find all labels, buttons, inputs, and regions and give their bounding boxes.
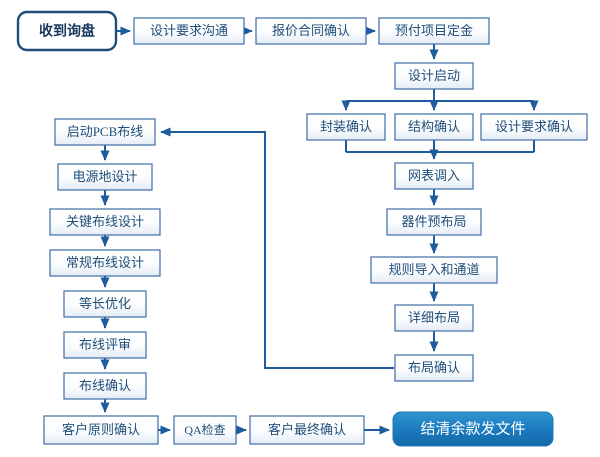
node-power-ground-design-shape[interactable] xyxy=(57,163,153,191)
node-power-ground-design-label: 电源地设计 xyxy=(72,169,137,184)
edge-n13-n14-feedback xyxy=(160,127,394,369)
node-routing-confirm-label: 布线确认 xyxy=(79,378,131,393)
node-general-routing-design[interactable]: 常规布线设计 xyxy=(49,249,161,277)
node-prepay-project-deposit[interactable]: 预付项目定金 xyxy=(378,17,490,45)
node-routing-review[interactable]: 布线评审 xyxy=(63,331,147,359)
node-design-requirement-communication-shape[interactable] xyxy=(133,17,245,45)
node-rule-import-and-channel-label: 规则导入和通道 xyxy=(388,262,479,277)
node-general-routing-design-label: 常规布线设计 xyxy=(66,255,144,270)
node-settle-balance-deliver-files-label: 结清余款发文件 xyxy=(420,419,525,437)
node-design-requirement-communication[interactable]: 设计要求沟通 xyxy=(133,17,245,45)
node-netlist-import-label: 网表调入 xyxy=(408,168,460,183)
node-design-requirement-confirm[interactable]: 设计要求确认 xyxy=(480,113,588,141)
node-routing-confirm[interactable]: 布线确认 xyxy=(63,372,147,400)
node-quotation-contract-confirm-shape[interactable] xyxy=(255,17,367,45)
node-quotation-contract-confirm-label: 报价合同确认 xyxy=(272,23,350,38)
node-design-requirement-confirm-shape[interactable] xyxy=(480,113,588,141)
node-general-routing-design-shape[interactable] xyxy=(49,249,161,277)
node-routing-confirm-shape[interactable] xyxy=(63,372,147,400)
node-rule-import-and-channel-shape[interactable] xyxy=(370,256,498,284)
node-detailed-placement[interactable]: 详细布局 xyxy=(394,304,474,332)
node-design-kickoff-label: 设计启动 xyxy=(408,68,460,83)
node-package-confirm-label: 封装确认 xyxy=(320,119,372,134)
node-critical-routing-design-label: 关键布线设计 xyxy=(66,214,144,229)
node-start-pcb-routing[interactable]: 启动PCB布线 xyxy=(54,118,156,146)
node-rule-import-and-channel[interactable]: 规则导入和通道 xyxy=(370,256,498,284)
node-structure-confirm-label: 结构确认 xyxy=(408,119,460,134)
node-start-pcb-routing-label: 启动PCB布线 xyxy=(67,124,144,139)
node-structure-confirm-shape[interactable] xyxy=(394,113,474,141)
node-start-pcb-routing-shape[interactable] xyxy=(54,118,156,146)
node-design-requirement-communication-label: 设计要求沟通 xyxy=(150,23,228,38)
node-length-matching-optimization-shape[interactable] xyxy=(63,290,147,318)
node-customer-principle-confirm-label: 客户原则确认 xyxy=(62,422,140,437)
node-qa-check-label: QA检查 xyxy=(184,422,225,437)
node-placement-confirm-shape[interactable] xyxy=(394,354,474,382)
node-length-matching-optimization-label: 等长优化 xyxy=(79,296,131,311)
node-package-confirm[interactable]: 封装确认 xyxy=(306,113,386,141)
node-design-kickoff[interactable]: 设计启动 xyxy=(394,62,474,90)
node-qa-check-shape[interactable] xyxy=(173,415,237,445)
node-critical-routing-design-shape[interactable] xyxy=(49,208,161,236)
node-received-inquiry-label: 收到询盘 xyxy=(39,23,95,39)
node-component-preplacement-shape[interactable] xyxy=(386,208,482,236)
node-customer-final-confirm-label: 客户最终确认 xyxy=(268,422,346,437)
node-received-inquiry[interactable]: 收到询盘 xyxy=(16,10,118,52)
node-component-preplacement-label: 器件预布局 xyxy=(401,214,466,229)
node-routing-review-label: 布线评审 xyxy=(79,337,131,352)
node-critical-routing-design[interactable]: 关键布线设计 xyxy=(49,208,161,236)
node-detailed-placement-shape[interactable] xyxy=(394,304,474,332)
node-customer-principle-confirm-shape[interactable] xyxy=(43,415,159,445)
node-netlist-import-shape[interactable] xyxy=(394,162,474,190)
node-design-kickoff-shape[interactable] xyxy=(394,62,474,90)
node-power-ground-design[interactable]: 电源地设计 xyxy=(57,163,153,191)
node-routing-review-shape[interactable] xyxy=(63,331,147,359)
node-settle-balance-deliver-files-shape[interactable] xyxy=(392,411,554,447)
node-design-requirement-confirm-label: 设计要求确认 xyxy=(495,119,573,134)
node-package-confirm-shape[interactable] xyxy=(306,113,386,141)
node-received-inquiry-shape[interactable] xyxy=(16,10,118,52)
node-netlist-import[interactable]: 网表调入 xyxy=(394,162,474,190)
node-layer: 收到询盘 设计要求沟通 报价合同确认 预付项目定金 设计启动 封装确认 xyxy=(16,10,588,447)
node-customer-principle-confirm[interactable]: 客户原则确认 xyxy=(43,415,159,445)
node-customer-final-confirm[interactable]: 客户最终确认 xyxy=(249,415,365,445)
node-customer-final-confirm-shape[interactable] xyxy=(249,415,365,445)
node-component-preplacement[interactable]: 器件预布局 xyxy=(386,208,482,236)
node-settle-balance-deliver-files[interactable]: 结清余款发文件 xyxy=(392,411,554,447)
edge-n5-split-bus xyxy=(346,89,534,102)
edge-merge-bus xyxy=(345,140,535,153)
node-detailed-placement-label: 详细布局 xyxy=(408,310,460,325)
connector-layer xyxy=(100,26,539,435)
node-quotation-contract-confirm[interactable]: 报价合同确认 xyxy=(255,17,367,45)
node-prepay-project-deposit-shape[interactable] xyxy=(378,17,490,45)
node-qa-check[interactable]: QA检查 xyxy=(173,415,237,445)
node-structure-confirm[interactable]: 结构确认 xyxy=(394,113,474,141)
node-placement-confirm-label: 布局确认 xyxy=(408,360,460,375)
node-placement-confirm[interactable]: 布局确认 xyxy=(394,354,474,382)
node-length-matching-optimization[interactable]: 等长优化 xyxy=(63,290,147,318)
node-prepay-project-deposit-label: 预付项目定金 xyxy=(395,23,473,38)
